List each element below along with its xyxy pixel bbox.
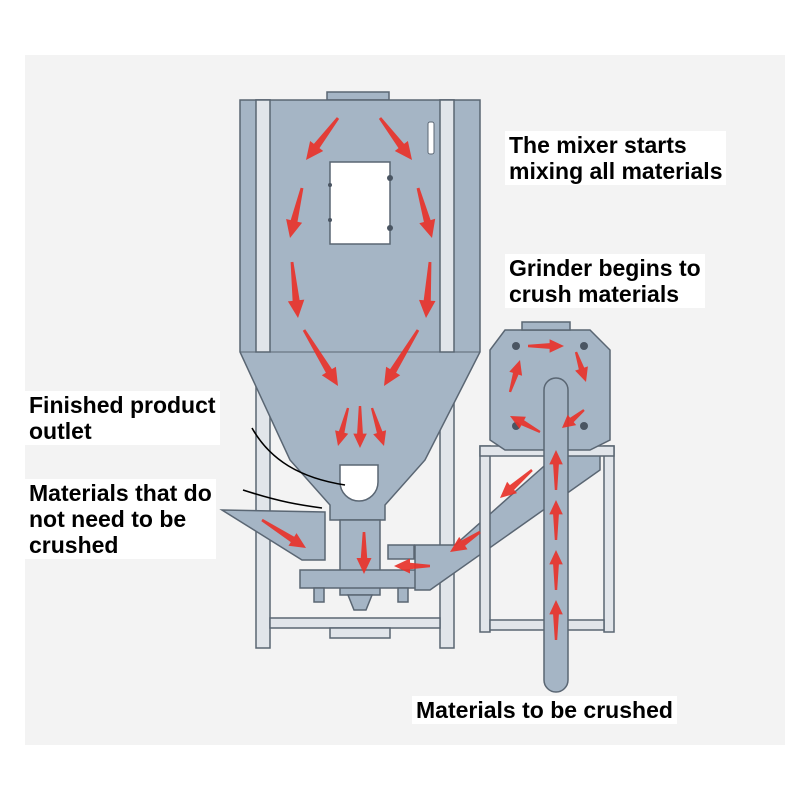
pointer-lines [242, 427, 346, 509]
flow-arrow-icon [562, 409, 585, 428]
outlet-opening [339, 464, 379, 502]
flow-arrow-icon [306, 117, 340, 160]
grinder-right-leg [603, 445, 615, 633]
flow-arrow-icon [394, 558, 430, 574]
flow-arrow-icon [500, 469, 533, 498]
flow-arrow-icon [353, 406, 367, 448]
foot-bolt [397, 587, 409, 603]
right-leg-front [439, 99, 455, 353]
flow-arrow-icon [416, 187, 436, 238]
label-grinder-line-2: crush materials [509, 281, 680, 307]
flow-arrow-icon [510, 416, 541, 433]
flow-arrow-icon [549, 450, 563, 490]
label-uncrushed: Materials that do not need to be crushed [25, 479, 216, 559]
flow-arrow-icon [384, 329, 420, 386]
hopper-pointer [242, 489, 323, 509]
flow-arrow-icon [370, 407, 387, 446]
flow-arrow-icon [335, 407, 350, 446]
foot-bolt [313, 587, 325, 603]
flow-arrow-icon [549, 600, 563, 640]
level-indicator [427, 121, 435, 155]
flow-arrow-icon [261, 518, 306, 548]
left-leg-front [255, 99, 271, 353]
grinder-bolt-icon [580, 342, 588, 350]
flow-arrow-icon [574, 351, 588, 382]
label-mixer-line-1: The mixer starts [509, 132, 687, 158]
grinder-left-leg [479, 445, 491, 633]
grinder-bolt-icon [580, 422, 588, 430]
hinge-icon [328, 183, 332, 187]
flow-arrows [261, 117, 588, 640]
flow-arrow-icon [450, 530, 481, 552]
window-bolt-icon [387, 175, 393, 181]
bottom-rail [269, 617, 441, 629]
grinder-bolt-icon [512, 342, 520, 350]
outlet-pointer [251, 427, 346, 486]
label-outlet: Finished product outlet [25, 391, 220, 445]
label-grinder: Grinder begins to crush materials [505, 254, 705, 308]
feed-hopper [219, 509, 326, 561]
window-bolt-icon [387, 225, 393, 231]
flow-arrow-icon [356, 532, 372, 574]
label-mixer: The mixer starts mixing all materials [505, 131, 727, 185]
flow-arrow-icon [378, 117, 412, 160]
grinder-cap [521, 321, 571, 331]
discharge-nozzle [346, 594, 374, 611]
label-outlet-line-1: Finished product [29, 392, 216, 418]
flow-arrow-icon [508, 360, 523, 393]
flow-arrow-icon [419, 261, 436, 318]
flow-arrow-icon [528, 339, 564, 353]
flow-arrow-icon [302, 329, 338, 386]
conveyor-cap [387, 544, 415, 560]
label-uncrushed-line-1: Materials that do [29, 480, 212, 506]
label-uncrushed-line-3: crushed [29, 532, 119, 558]
conveyor-housing [299, 569, 431, 589]
label-to-crush: Materials to be crushed [412, 696, 677, 724]
label-grinder-line-1: Grinder begins to [509, 255, 701, 281]
base-plate [329, 627, 391, 639]
label-outlet-line-2: outlet [29, 418, 92, 444]
label-uncrushed-line-2: not need to be [29, 506, 187, 532]
label-to-crush-text: Materials to be crushed [416, 697, 673, 723]
flow-arrow-icon [549, 550, 563, 590]
label-mixer-line-2: mixing all materials [509, 158, 723, 184]
flow-arrow-icon [286, 187, 304, 238]
top-lid [326, 91, 390, 101]
inspection-window [329, 161, 391, 245]
hinge-icon [328, 218, 332, 222]
flow-arrow-icon [287, 261, 305, 318]
flow-arrow-icon [549, 500, 563, 540]
